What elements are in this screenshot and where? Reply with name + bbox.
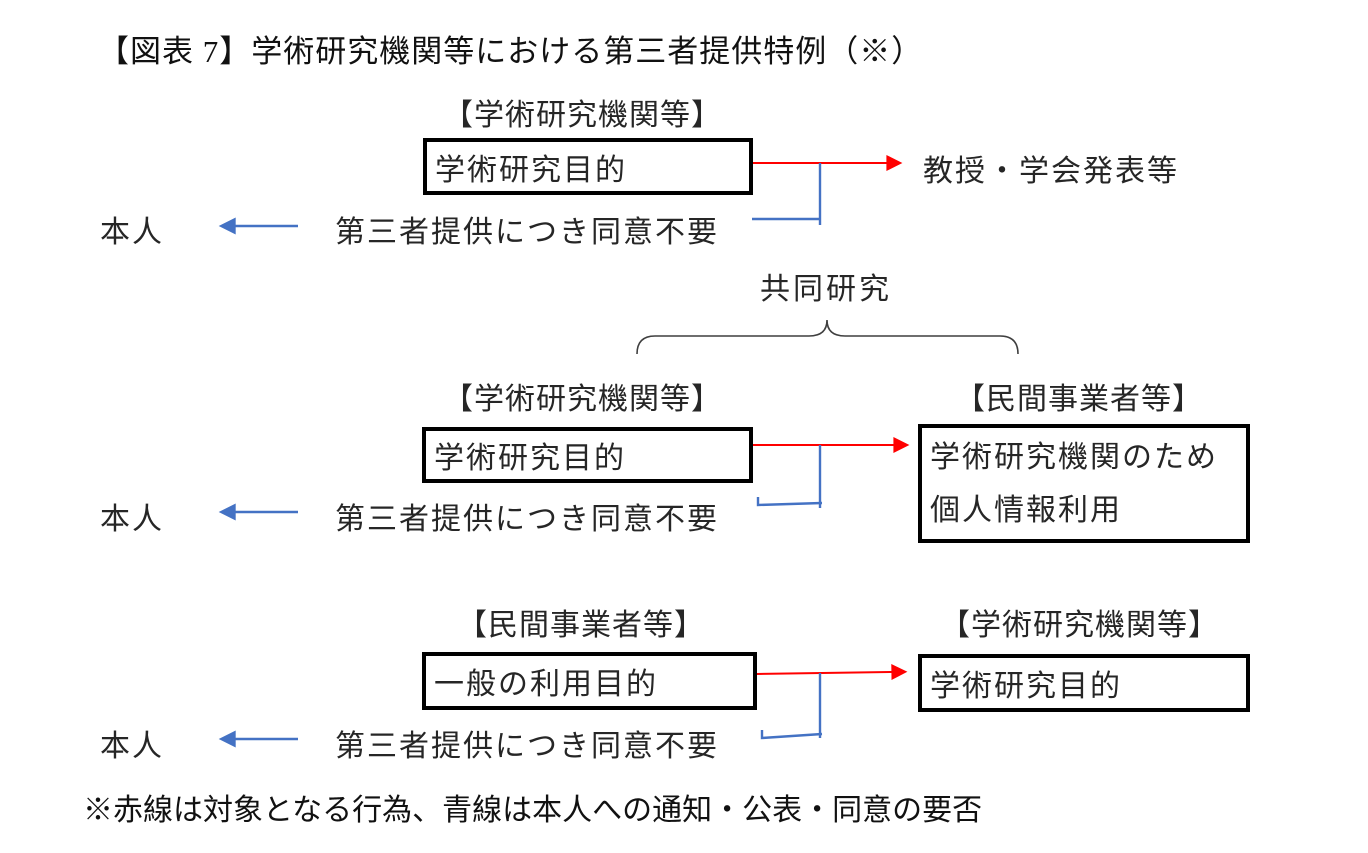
purpose-box-s2-right-line2: 個人情報利用 [930, 494, 1122, 527]
person-label-s1: 本人 [100, 216, 164, 249]
figure-footnote: ※赤線は対象となる行為、青線は本人への通知・公表・同意の要否 [83, 794, 983, 827]
red-target-s1: 教授・学会発表等 [923, 155, 1179, 188]
purpose-box-s3-right-label: 学術研究目的 [930, 670, 1122, 703]
notice-label-s2: 第三者提供につき同意不要 [335, 503, 719, 536]
purpose-box-s1-label: 学術研究目的 [435, 153, 627, 187]
right-org-heading-s2: 【民間事業者等】 [955, 383, 1203, 416]
purpose-box-s3-right: 学術研究目的 [918, 654, 1250, 712]
red-arrow-s3 [756, 664, 908, 681]
org-heading-s1: 【学術研究機関等】 [443, 99, 722, 132]
notice-label-s1: 第三者提供につき同意不要 [335, 216, 719, 249]
purpose-box-s2-left-label: 学術研究目的 [434, 442, 626, 475]
notice-label-s3: 第三者提供につき同意不要 [335, 730, 719, 763]
person-label-s2: 本人 [100, 503, 164, 536]
person-label-s3: 本人 [100, 730, 164, 763]
purpose-box-s1: 学術研究目的 [423, 138, 753, 195]
purpose-box-s2-right-line1: 学術研究機関のため [930, 441, 1218, 474]
figure-title: 【図表 7】学術研究機関等における第三者提供特例（※） [98, 34, 924, 69]
right-org-heading-s3: 【学術研究機関等】 [940, 609, 1219, 642]
purpose-box-s3-left: 一般の利用目的 [422, 652, 757, 710]
blue-elbow-s1 [752, 163, 822, 225]
joint-research-brace [636, 319, 1019, 355]
blue-elbow-s2 [756, 445, 823, 508]
purpose-box-s2-right: 学術研究機関のため 個人情報利用 [918, 424, 1250, 543]
purpose-box-s2-left: 学術研究目的 [422, 427, 753, 483]
left-org-heading-s3: 【民間事業者等】 [457, 609, 705, 642]
joint-research-label: 共同研究 [760, 273, 892, 306]
purpose-box-s3-left-label: 一般の利用目的 [434, 668, 658, 701]
left-org-heading-s2: 【学術研究機関等】 [443, 383, 722, 416]
blue-elbow-s3 [760, 673, 823, 740]
